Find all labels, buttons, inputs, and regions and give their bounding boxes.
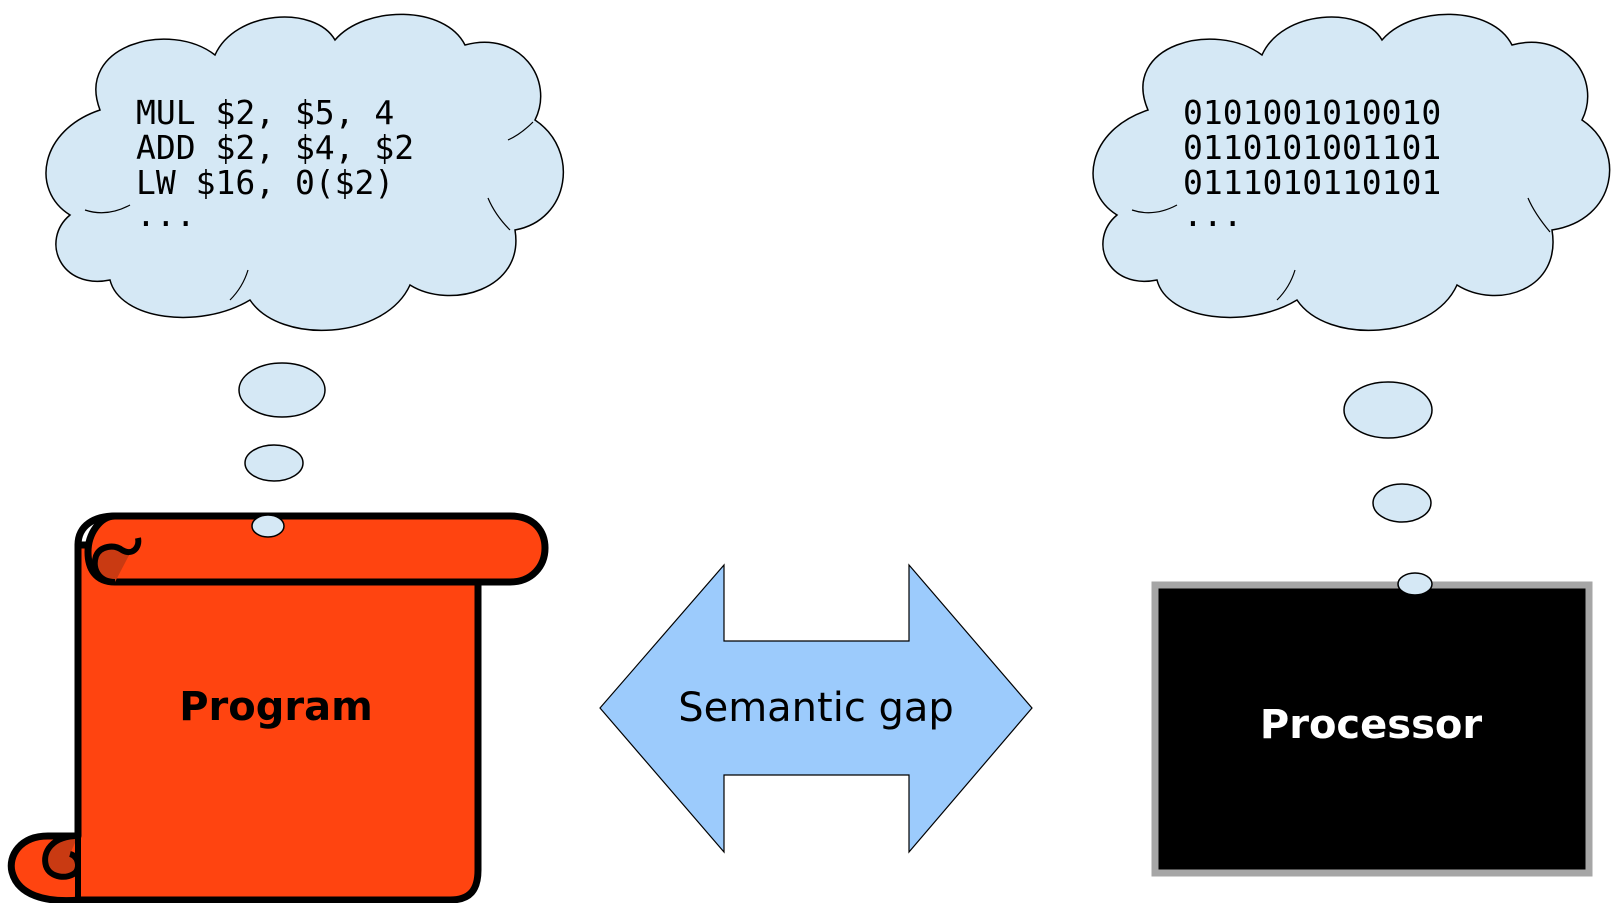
semantic-gap-arrow: Semantic gap (599, 563, 1033, 854)
program-cloud-shape (45, 13, 565, 332)
scroll-top-roll (84, 512, 549, 586)
processor-thought-cloud: 0101001010010 0110101001101 011101011010… (1092, 13, 1611, 523)
asm-line-2: ADD $2, $4, $2 (136, 128, 414, 167)
processor-cloud-fold (1276, 269, 1296, 301)
asm-line-ellipsis: ... (136, 195, 196, 234)
processor-box: Processor (1151, 572, 1593, 877)
scroll-top-curl (91, 537, 142, 585)
program-cloud-fold (507, 121, 534, 141)
processor-label: Processor (1260, 702, 1482, 748)
scroll-left-edge (74, 512, 116, 546)
program-thought-bubble-small (244, 444, 304, 482)
program-label: Program (179, 684, 373, 730)
processor-thought-bubble-tip (1397, 572, 1433, 596)
program-thought-cloud: MUL $2, $5, 4 ADD $2, $4, $2 LW $16, 0($… (45, 13, 565, 482)
processor-cloud-fold (1527, 197, 1551, 233)
processor-cloud-shape (1092, 13, 1611, 332)
scroll-body (7, 541, 482, 903)
program-thought-bubble-large (238, 362, 326, 418)
program-cloud-fold (229, 269, 249, 301)
program-thought-bubble-tip (251, 514, 285, 538)
processor-thought-bubble-large (1343, 381, 1433, 439)
binary-line-1: 0101001010010 (1183, 93, 1441, 132)
binary-line-ellipsis: ... (1183, 195, 1243, 234)
program-cloud-fold (487, 197, 511, 231)
processor-rect (1151, 581, 1593, 877)
semantic-gap-label: Semantic gap (678, 685, 954, 731)
program-cloud-fold (84, 204, 131, 214)
asm-line-1: MUL $2, $5, 4 (136, 93, 394, 132)
processor-thought-bubble-small (1372, 483, 1432, 523)
binary-line-2: 0110101001101 (1183, 128, 1441, 167)
program-scroll: Program (7, 512, 549, 903)
binary-line-3: 0111010110101 (1183, 163, 1441, 202)
asm-line-3: LW $16, 0($2) (136, 163, 394, 202)
processor-cloud-fold (1131, 204, 1178, 214)
double-arrow-shape (599, 563, 1033, 854)
